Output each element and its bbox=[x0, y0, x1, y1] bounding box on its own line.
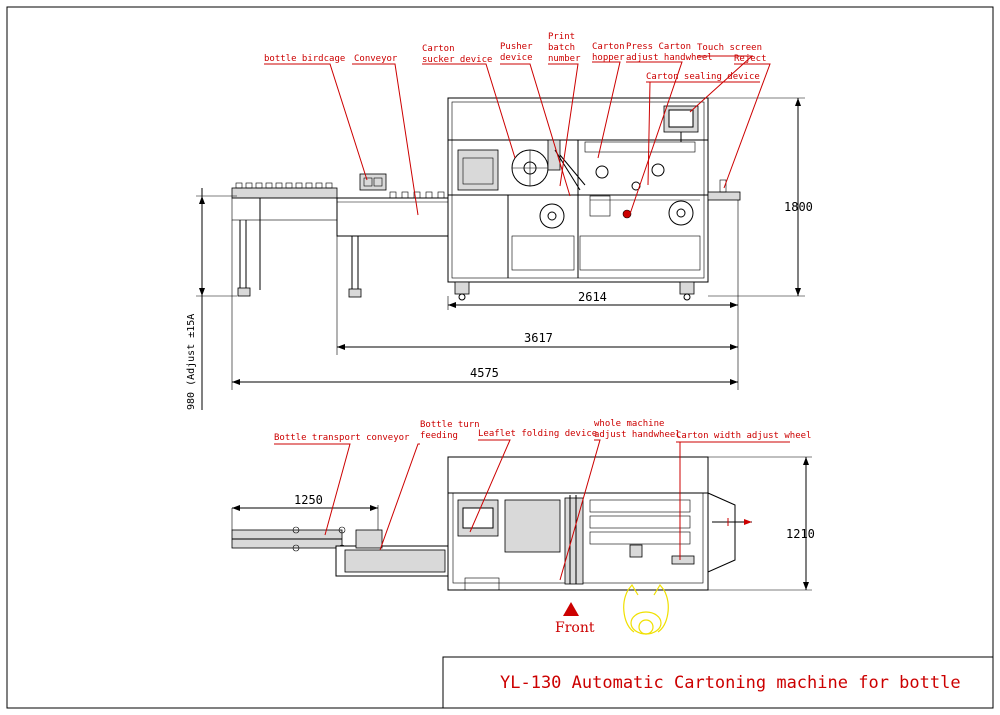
side-view bbox=[196, 97, 805, 410]
label-pusher-1: Pusher bbox=[500, 42, 533, 52]
triangle-icon bbox=[563, 602, 579, 616]
title-block bbox=[442, 656, 994, 709]
dim-980: 980 (Adjust ±15A bbox=[186, 314, 197, 410]
dim-4575: 4575 bbox=[470, 366, 499, 380]
dim-3617: 3617 bbox=[524, 331, 553, 345]
label-press-2: adjust handwheel bbox=[626, 53, 713, 63]
label-whole-2: adjust handwheel bbox=[594, 430, 681, 440]
top-view bbox=[231, 456, 812, 591]
label-touch-screen: Touch screen bbox=[697, 43, 762, 53]
dim-1800: 1800 bbox=[784, 200, 813, 214]
side-view-leaders bbox=[264, 55, 771, 216]
front-label: Front bbox=[555, 620, 595, 636]
label-hopper-1: Carton bbox=[592, 42, 625, 52]
label-bottle-transport: Bottle transport conveyor bbox=[274, 433, 410, 443]
label-print-1: Print bbox=[548, 32, 575, 42]
label-carton-sucker-1: Carton bbox=[422, 44, 455, 54]
dim-1250: 1250 bbox=[294, 493, 323, 507]
dim-1210: 1210 bbox=[786, 527, 815, 541]
label-print-2: batch bbox=[548, 43, 575, 53]
label-carton-width: Carton width adjust wheel bbox=[676, 431, 811, 441]
label-whole-1: whole machine bbox=[594, 419, 664, 429]
label-turn-feed-1: Bottle turn bbox=[420, 420, 480, 430]
top-view-leaders bbox=[274, 439, 790, 581]
label-hopper-2: hopper bbox=[592, 53, 625, 63]
label-carton-sucker-2: sucker device bbox=[422, 55, 492, 65]
label-bottle-birdcage: bottle birdcage bbox=[264, 54, 345, 64]
label-sealing: Carton sealing device bbox=[646, 72, 760, 82]
label-conveyor: Conveyor bbox=[354, 54, 398, 64]
label-turn-feed-2: feeding bbox=[420, 431, 458, 441]
drawing-title: YL-130 Automatic Cartoning machine for b… bbox=[500, 673, 961, 693]
label-print-3: number bbox=[548, 54, 581, 64]
label-leaflet: Leaflet folding device bbox=[478, 429, 597, 439]
dim-2614: 2614 bbox=[578, 290, 607, 304]
label-press-1: Press Carton bbox=[626, 42, 691, 52]
label-pusher-2: device bbox=[500, 53, 533, 63]
label-reject: Reject bbox=[734, 54, 767, 64]
operator-figure-icon bbox=[623, 583, 669, 635]
